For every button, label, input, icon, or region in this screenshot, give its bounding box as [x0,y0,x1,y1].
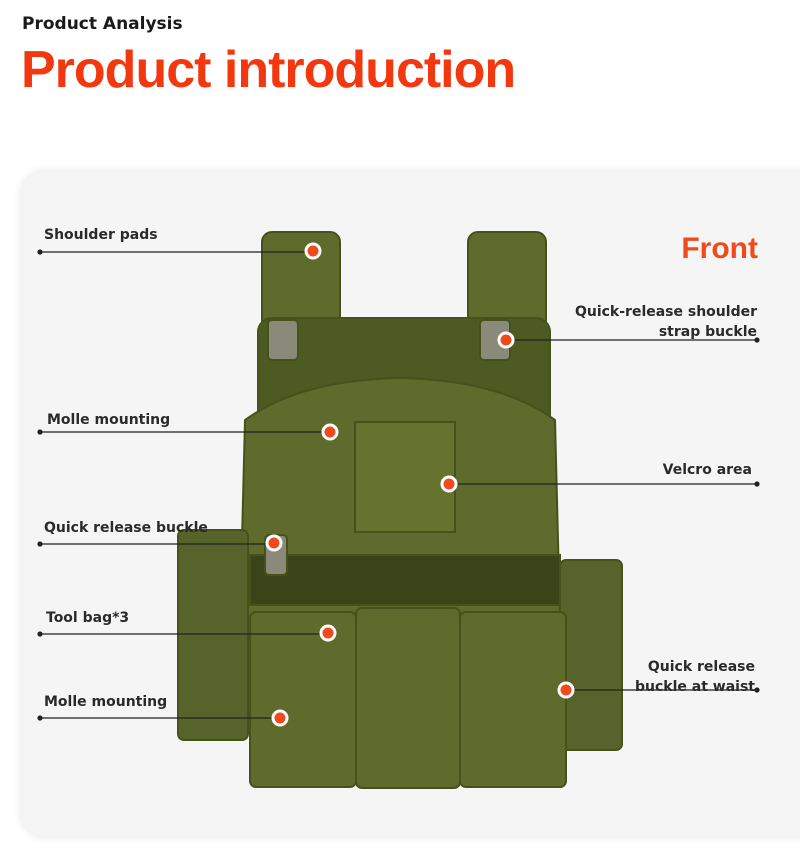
vest-image [177,231,623,789]
marker-dot [497,331,515,349]
marker-dot [265,534,283,552]
callout-waist-buckle: Quick release buckle at waist [635,657,755,697]
marker-dot [557,681,575,699]
callout-quick-release-buckle: Quick release buckle [44,520,208,536]
callout-velcro-area: Velcro area [662,462,752,478]
callout-line2: buckle at waist [635,679,755,695]
callout-molle-mounting-upper: Molle mounting [47,412,171,428]
callout-shoulder-buckle: Quick-release shoulder strap buckle [575,302,757,342]
marker-dot [319,624,337,642]
callout-molle-mounting-lower: Molle mounting [44,694,168,710]
marker-dot [321,423,339,441]
callout-line1: Quick release [647,659,755,675]
callout-shoulder-pads: Shoulder pads [44,227,158,243]
marker-dot [271,709,289,727]
marker-dot [440,475,458,493]
callout-tool-bag: Tool bag*3 [46,610,130,626]
view-label: Front [681,232,758,265]
callout-line1: Quick-release shoulder [574,304,757,320]
page-title: Product introduction [21,41,516,99]
marker-dot [304,242,322,260]
section-subtitle: Product Analysis [22,14,183,34]
callout-line2: strap buckle [658,324,757,340]
